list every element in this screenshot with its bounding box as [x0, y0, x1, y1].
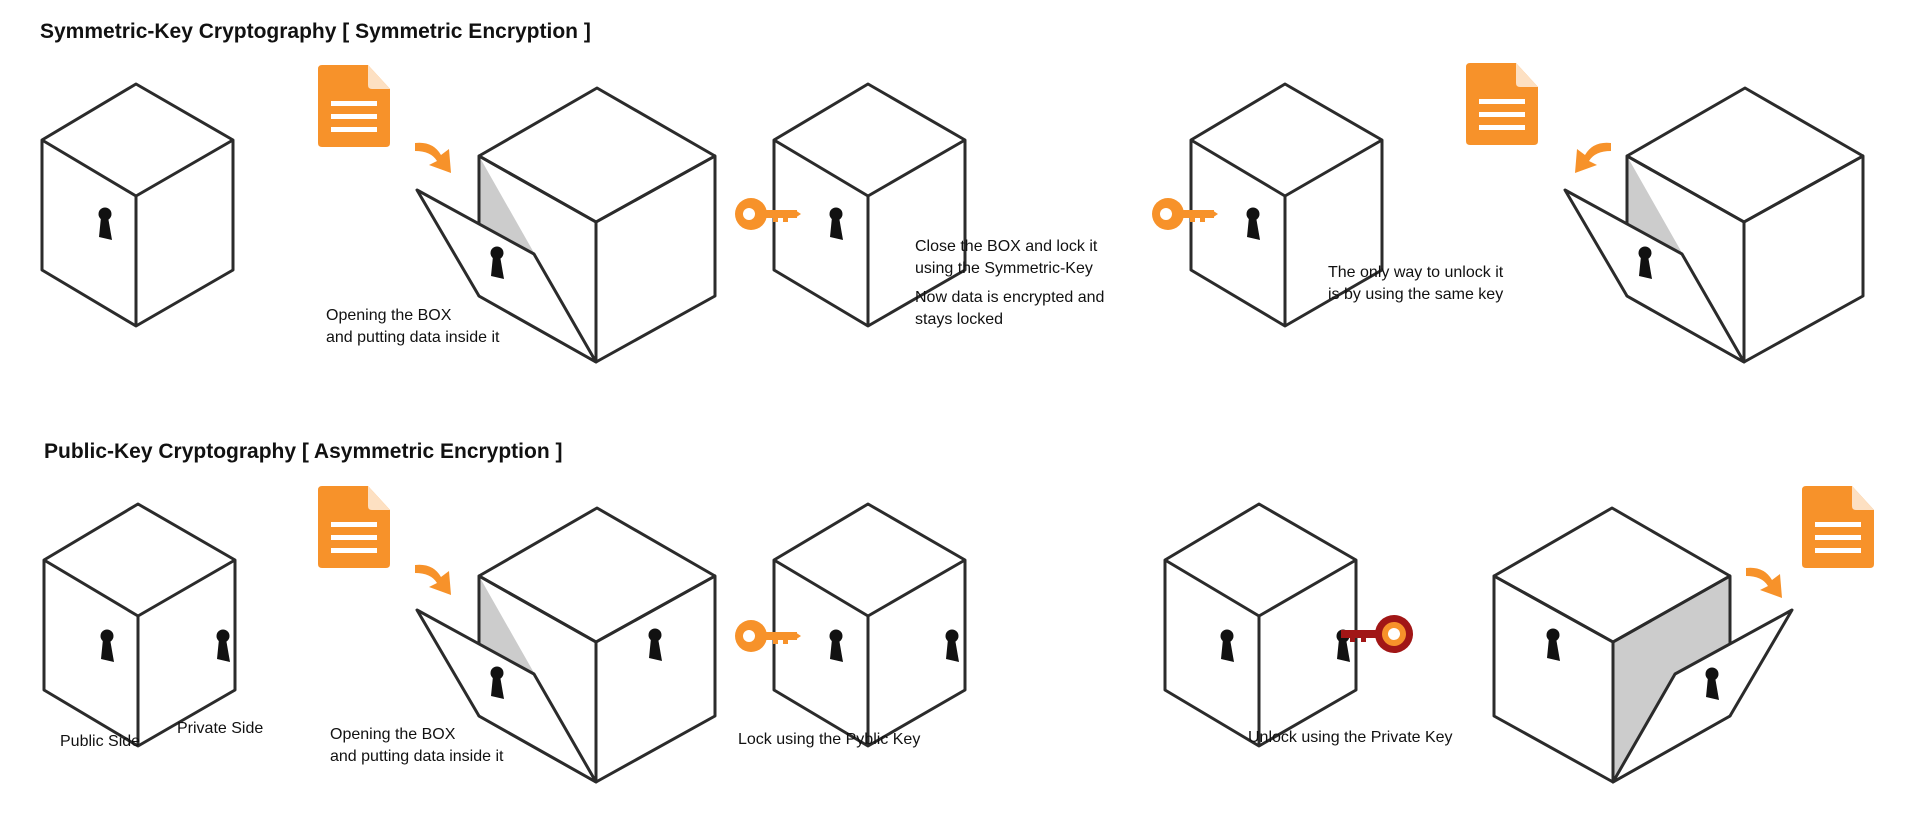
caption-open-box: Opening the BOX and putting data inside … — [326, 307, 500, 346]
document-icon — [318, 65, 390, 147]
arrow-icon-4 — [1746, 567, 1782, 598]
caption-lock-public-key: Lock using the Pyblic Key — [738, 731, 921, 748]
document-icon-2 — [1466, 63, 1538, 145]
asymmetric-locked-box-2 — [1163, 502, 1358, 748]
arrow-icon — [415, 142, 451, 173]
caption-unlock-same-key: The only way to unlock it is by using th… — [1328, 264, 1504, 303]
caption-encrypted: Now data is encrypted and stays locked — [915, 289, 1105, 328]
caption-public-side: Public Side — [60, 733, 141, 750]
symmetric-closed-box — [40, 82, 235, 328]
document-icon-4 — [1802, 486, 1874, 568]
arrow-icon-2 — [1575, 142, 1611, 173]
symmetric-open-box-2 — [1563, 86, 1865, 364]
asymmetric-open-box — [415, 506, 717, 784]
asymmetric-locked-box — [772, 502, 967, 748]
asymmetric-closed-box — [42, 502, 237, 748]
asymmetric-open-box-2 — [1492, 506, 1794, 784]
caption-open-box-2: Opening the BOX and putting data inside … — [330, 726, 504, 765]
arrow-icon-3 — [415, 564, 451, 595]
document-icon-3 — [318, 486, 390, 568]
asymmetric-title: Public-Key Cryptography [ Asymmetric Enc… — [44, 440, 563, 463]
caption-close-box: Close the BOX and lock it using the Symm… — [915, 238, 1098, 277]
caption-unlock-private-key: Unlock using the Private Key — [1248, 729, 1453, 746]
caption-private-side: Private Side — [177, 720, 264, 737]
private-key-icon — [1341, 615, 1413, 653]
symmetric-title: Symmetric-Key Cryptography [ Symmetric E… — [40, 20, 591, 43]
symmetric-open-box — [415, 86, 717, 364]
